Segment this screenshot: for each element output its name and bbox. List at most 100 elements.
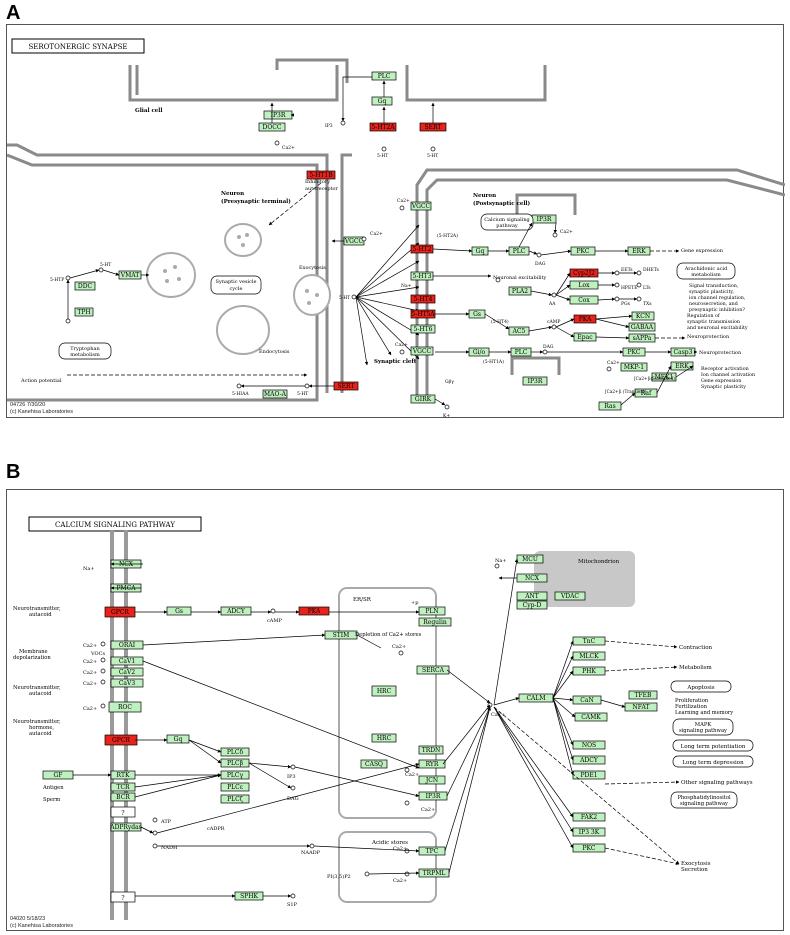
- label-ltd: Long term depression: [682, 760, 744, 766]
- gene-box-regulin: Regulin: [418, 617, 452, 627]
- label-ht: 5-HT: [297, 391, 308, 397]
- gene-box-pla2: PLA2: [508, 286, 532, 296]
- presyn-membrane-right: [340, 153, 352, 393]
- label-nt2-2: autacoid: [29, 691, 52, 697]
- relation-edge: [248, 762, 292, 769]
- compound-node: [152, 843, 158, 849]
- gene-label: PLCβ: [227, 760, 244, 767]
- gene-label: VDAC: [560, 593, 579, 600]
- gene-label: SPHK: [240, 893, 258, 900]
- gene-label: ERK: [632, 248, 646, 255]
- label-cadpr: cADPR: [207, 826, 225, 832]
- gene-label: TFEB: [635, 692, 653, 699]
- compound-node: [100, 668, 106, 674]
- gene-label: NFAT: [633, 704, 650, 711]
- gene-label: HRC: [377, 688, 392, 695]
- serotonin-release-edge: [355, 296, 420, 360]
- relation-edge: [493, 706, 574, 833]
- gene-label: 5-HT6: [414, 326, 433, 333]
- relation-edge: [142, 633, 326, 646]
- gene-label: DDC: [78, 283, 93, 290]
- gene-label: GABAA: [631, 324, 654, 331]
- label-mapk-1: MAPK: [695, 722, 712, 728]
- gene-box-ncx-m: NCX: [516, 573, 548, 583]
- gene-box-epac: Epac: [573, 332, 597, 342]
- gene-box-camk: CAMK: [574, 712, 608, 722]
- label-ca2-ip3r: Ca2+: [421, 807, 435, 813]
- gene-box-maoa: MAO-A: [262, 389, 288, 399]
- gene-box-cav1: CaV1: [110, 656, 144, 666]
- gene-label: VMAT: [120, 272, 139, 279]
- compound-node: [399, 205, 405, 211]
- relation-edge: [552, 655, 574, 699]
- diagram-title: SEROTONERGIC SYNAPSE: [29, 43, 128, 51]
- vesicle-1: [224, 223, 262, 257]
- gene-label: PMCA: [116, 585, 136, 592]
- gene-label: Gq: [378, 98, 387, 105]
- apoptosis-node: [670, 680, 732, 693]
- relation-edge: [493, 697, 520, 706]
- gene-box-tcr: TCR: [110, 782, 136, 792]
- gene-label: SERT: [425, 124, 442, 131]
- gene-box-tpc: TPC: [418, 846, 446, 856]
- label-htp: 5-HTP: [50, 277, 64, 283]
- autoreceptor-inhibition: [268, 182, 322, 226]
- gene-box-ryr: RYR: [418, 759, 446, 769]
- gene-label: TCR: [116, 784, 130, 791]
- compound-node: [430, 146, 436, 152]
- label-na-mito: Na+: [495, 558, 507, 564]
- gene-label: 5-HT1B: [309, 172, 333, 179]
- gene-label: MAO-A: [264, 391, 287, 398]
- relation-edge: [552, 697, 574, 776]
- label-ca-sust: [Ca2+]i(Sustained): [634, 376, 675, 381]
- relation-edge: [555, 294, 571, 301]
- gene-label: PDE1: [580, 772, 597, 779]
- gene-box-sappa: sAPPa: [628, 333, 656, 343]
- label-trp-2: metabolism: [70, 352, 100, 358]
- gene-label: PLC: [515, 349, 528, 356]
- gene-box-plce: PLCε: [220, 782, 250, 792]
- gene-box-cyp: Cyp2J2: [569, 268, 599, 278]
- gene-box-ht3: 5-HT3: [410, 271, 434, 281]
- label-ca2-cav3: Ca2+: [83, 681, 97, 687]
- gene-box-tnc: TnC: [572, 636, 606, 646]
- serotonin-granule: [305, 289, 309, 293]
- gene-box-can: CaN: [572, 695, 602, 705]
- gene-box-adcy: ADCY: [220, 606, 252, 616]
- gene-label: Gs: [175, 608, 183, 615]
- gene-box-ac5: AC5: [508, 326, 530, 336]
- serotonin-granule: [177, 277, 181, 281]
- gene-box-calm: CALM: [518, 693, 554, 703]
- gene-box-adprc: ADPRydas: [109, 822, 142, 832]
- relation-edge: [188, 739, 222, 753]
- relation-edge: [555, 326, 575, 338]
- label-nt2-1: Neurotransmitter,: [13, 685, 61, 691]
- gene-label: Cyp-D: [523, 602, 542, 609]
- vesicle-4: [216, 305, 270, 355]
- calcium-signaling-diagram: CALCIUM SIGNALING PATHWAYMitochondrionER…: [13, 516, 754, 920]
- glial-membrane-right: [405, 65, 547, 102]
- compound-node: [636, 296, 642, 302]
- gene-box-ht4: 5-HT4: [410, 294, 436, 304]
- gene-label: TRPML: [423, 870, 446, 877]
- relation-edge: [442, 704, 491, 765]
- gene-box-ras: Ras: [598, 401, 622, 411]
- gene-label: CALM: [526, 695, 545, 702]
- plasma-membrane-left: [110, 530, 114, 920]
- ltd-node: [672, 755, 754, 768]
- label-ht: 5-HT: [100, 262, 111, 268]
- gene-box-pka: PKA: [573, 314, 597, 324]
- gene-label: TPC: [426, 848, 439, 855]
- label-dag-2: DAG: [543, 344, 554, 350]
- gene-box-pkc: PKC: [572, 843, 606, 853]
- gene-box-vdac: VDAC: [554, 591, 586, 601]
- compound-node: [361, 236, 367, 242]
- label-nt1-2: autacoid: [29, 612, 52, 618]
- plasma-membrane-right: [124, 530, 128, 920]
- relation-edge: [356, 634, 382, 649]
- gene-box-mlck: MLCK: [572, 651, 606, 661]
- label-ca2-vgcc: Ca2+: [397, 198, 410, 204]
- label-ltb: LTs: [643, 285, 651, 291]
- gene-label: PKA: [579, 316, 592, 323]
